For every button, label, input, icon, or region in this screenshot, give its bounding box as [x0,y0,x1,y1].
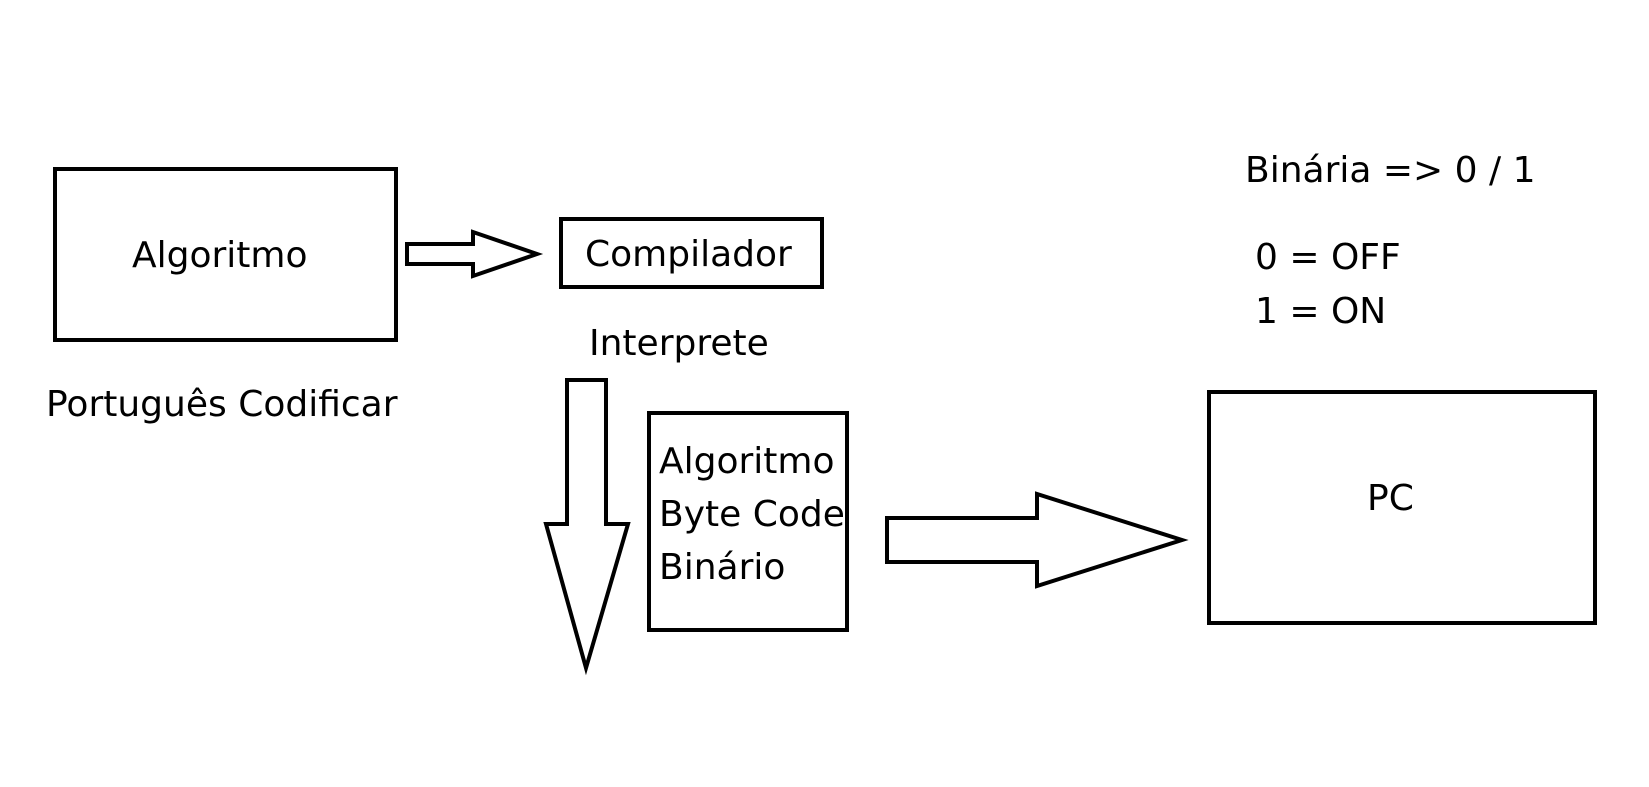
bytecode-line-2: Byte Code [659,494,845,535]
bytecode-line-1: Algoritmo [659,441,835,482]
arrow-bytecode-to-pc [885,491,1189,589]
bytecode-box: Algoritmo Byte Code Binário [647,411,849,632]
compilador-label: Compilador [585,234,792,275]
arrow-algoritmo-to-compilador [405,229,544,279]
bytecode-label: Algoritmo Byte Code Binário [659,435,845,594]
pc-label: PC [1367,478,1414,519]
compilador-box: Compilador [559,217,824,289]
arrow-interprete-down [543,378,631,676]
portugues-codificar-text: Português Codificar [46,384,398,425]
pc-box: PC [1207,390,1597,625]
bytecode-line-3: Binário [659,547,786,588]
off-text: 0 = OFF [1255,237,1401,278]
algoritmo-box: Algoritmo [53,167,398,342]
interprete-text: Interprete [589,323,769,364]
on-text: 1 = ON [1255,291,1387,332]
algoritmo-label: Algoritmo [132,235,308,276]
binaria-text: Binária => 0 / 1 [1245,150,1536,191]
